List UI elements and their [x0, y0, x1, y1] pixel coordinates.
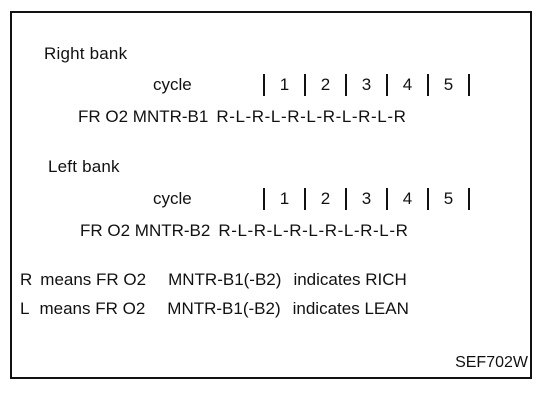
right-bank-cycle-1: 1: [279, 75, 290, 94]
cycle-separator: [345, 74, 347, 96]
right-bank-sequence: R-L-R-L-R-L-R-L-R-L-R: [216, 107, 407, 126]
legend-rich-line: R means FR O2 MNTR-B1(-B2) indicates RIC…: [20, 270, 407, 290]
diagram-frame: [10, 11, 532, 379]
legend-lean-line: L means FR O2 MNTR-B1(-B2) indicates LEA…: [20, 299, 409, 319]
cycle-separator: [345, 188, 347, 210]
cycle-separator: [386, 74, 388, 96]
left-bank-cycle-2: 2: [320, 189, 331, 208]
cycle-separator: [468, 74, 470, 96]
cycle-separator: [427, 188, 429, 210]
left-bank-monitor-label: FR O2 MNTR-B2: [80, 221, 211, 240]
legend-rich-indicates: indicates RICH: [293, 270, 407, 289]
reference-code: SEF702W: [455, 354, 528, 371]
right-bank-cycle-2: 2: [320, 75, 331, 94]
legend-lean-means: means FR O2: [39, 299, 146, 318]
legend-rich-means: means FR O2: [40, 270, 147, 289]
left-bank-cycle-3: 3: [361, 189, 372, 208]
right-bank-cycle-label: cycle: [153, 75, 192, 94]
legend-rich-letter: R: [20, 270, 33, 289]
right-bank-monitor-row: FR O2 MNTR-B1 R-L-R-L-R-L-R-L-R-L-R: [78, 106, 407, 128]
left-bank-cycle-4: 4: [402, 189, 413, 208]
left-bank-cycle-cells: 1 2 3 4 5: [263, 188, 470, 210]
left-bank-monitor-row: FR O2 MNTR-B2 R-L-R-L-R-L-R-L-R-L-R: [80, 220, 409, 242]
legend-lean-letter: L: [20, 299, 30, 318]
right-bank-cycle-cells: 1 2 3 4 5: [263, 74, 470, 96]
cycle-separator: [263, 74, 265, 96]
right-bank-cycle-3: 3: [361, 75, 372, 94]
left-bank-cycle-label: cycle: [153, 189, 192, 208]
legend-lean-monitor: MNTR-B1(-B2): [167, 299, 281, 318]
left-bank-cycle-5: 5: [443, 189, 454, 208]
cycle-separator: [468, 188, 470, 210]
cycle-separator: [304, 188, 306, 210]
right-bank-cycle-5: 5: [443, 75, 454, 94]
left-bank-title: Left bank: [48, 157, 120, 176]
left-bank-cycle-1: 1: [279, 189, 290, 208]
right-bank-cycle-4: 4: [402, 75, 413, 94]
left-bank-cycle-row: cycle 1 2 3 4 5: [153, 187, 470, 211]
left-bank-sequence: R-L-R-L-R-L-R-L-R-L-R: [218, 221, 409, 240]
cycle-separator: [386, 188, 388, 210]
right-bank-title: Right bank: [44, 44, 128, 63]
right-bank-cycle-row: cycle 1 2 3 4 5: [153, 73, 470, 97]
legend-lean-indicates: indicates LEAN: [292, 299, 409, 318]
cycle-separator: [263, 188, 265, 210]
cycle-separator: [427, 74, 429, 96]
legend-rich-monitor: MNTR-B1(-B2): [168, 270, 282, 289]
cycle-separator: [304, 74, 306, 96]
right-bank-monitor-label: FR O2 MNTR-B1: [78, 107, 209, 126]
